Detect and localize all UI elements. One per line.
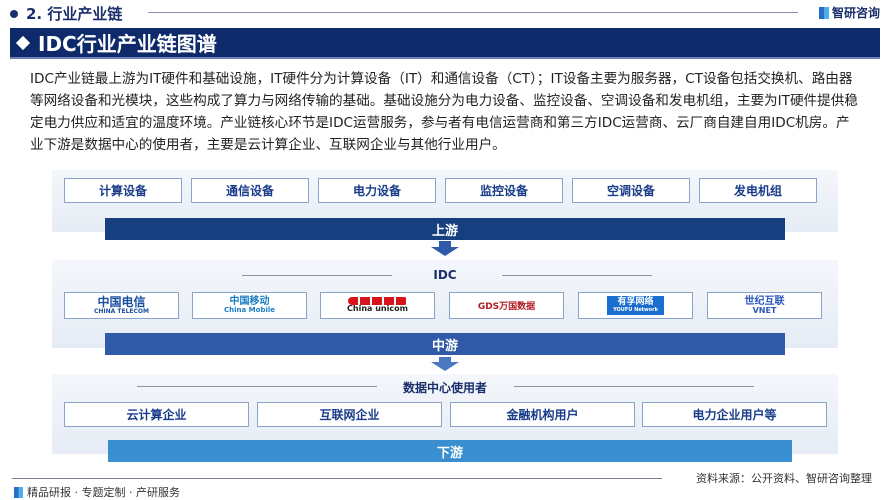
bullet-icon [10, 9, 18, 18]
source-note: 资料来源：公开资料、智研咨询整理 [696, 472, 872, 485]
downstream-item: 互联网企业 [257, 402, 442, 427]
unicom-knot-icon [347, 297, 408, 306]
divider [502, 275, 652, 276]
logo-subtext: YOUFU Network [613, 306, 658, 313]
logo-subtext: CHINA TELECOM [94, 307, 149, 315]
logo-subtext: VNET [752, 305, 777, 315]
midstream-label: IDC [433, 268, 457, 282]
upstream-item: 发电机组 [699, 178, 817, 203]
diamond-icon [15, 35, 31, 50]
logo-icon [14, 486, 23, 498]
description: IDC产业链最上游为IT硬件和基础设施，IT硬件分为计算设备（IT）和通信设备（… [30, 71, 858, 153]
brand-logo: 智研咨询 [818, 4, 880, 21]
arrow-down-icon [431, 247, 459, 256]
downstream-bar: 下游 [108, 440, 792, 462]
upstream-bar: 上游 [105, 218, 785, 240]
logo-text: 有孚网络 [617, 296, 654, 307]
brand-name: 智研咨询 [831, 6, 880, 20]
arrow-icon [439, 357, 451, 363]
logo-gds: GDS万国数据 [449, 292, 564, 319]
logo-text: 世纪互联 [744, 295, 785, 307]
section-heading: 2. 行业产业链 [10, 3, 122, 24]
arrow-down-icon [431, 362, 459, 371]
divider [148, 12, 798, 13]
page-title: IDC行业产业链图谱 [38, 32, 217, 56]
arrow-icon [439, 241, 451, 247]
tagline-text: 精品研报 · 专题定制 · 产研服务 [27, 486, 180, 499]
midstream-bar: 中游 [105, 333, 785, 355]
downstream-item: 金融机构用户 [450, 402, 635, 427]
footer-divider [12, 478, 662, 479]
downstream-label: 数据中心使用者 [402, 381, 487, 395]
upstream-item: 监控设备 [445, 178, 563, 203]
divider [137, 386, 377, 387]
logo-china-unicom: China unicom [320, 292, 435, 319]
downstream-item: 云计算企业 [64, 402, 249, 427]
upstream-item: 通信设备 [191, 178, 309, 203]
logo-text: 中国电信 [97, 294, 146, 309]
footer-tagline: 精品研报 · 专题定制 · 产研服务 [14, 484, 180, 500]
upstream-item: 计算设备 [64, 178, 182, 203]
logo-text: GDS万国数据 [477, 302, 536, 312]
logo-subtext: China unicom [347, 304, 408, 314]
logo-text: 中国移动 [229, 296, 270, 308]
title-bar: IDC行业产业链图谱 [10, 28, 880, 59]
divider [514, 386, 754, 387]
logo-subtext: China Mobile [224, 306, 275, 315]
upstream-item: 空调设备 [572, 178, 690, 203]
section-title: 2. 行业产业链 [26, 5, 123, 23]
downstream-item: 电力企业用户等 [642, 402, 827, 427]
upstream-item: 电力设备 [318, 178, 436, 203]
logo-icon [818, 6, 829, 19]
divider [242, 275, 392, 276]
